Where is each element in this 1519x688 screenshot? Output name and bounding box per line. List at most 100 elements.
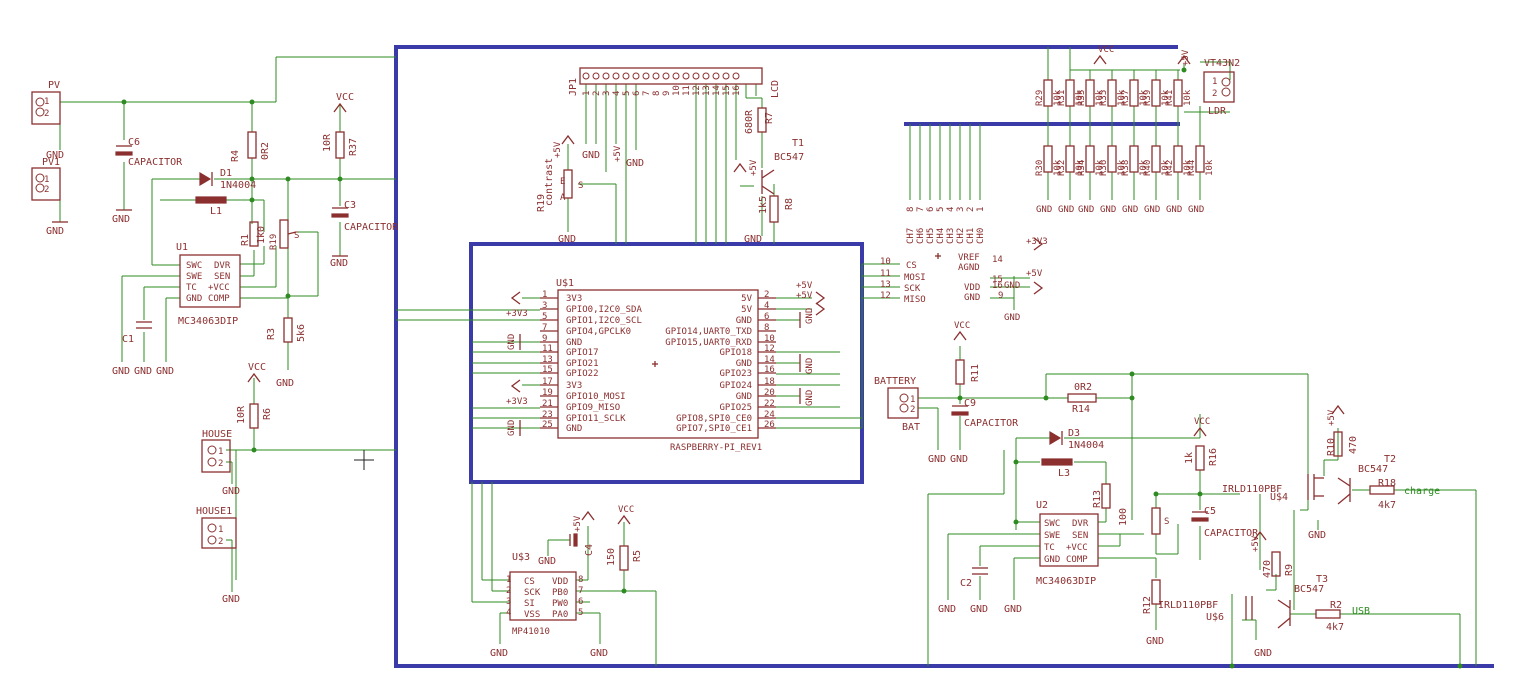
svg-text:12: 12	[880, 291, 891, 301]
svg-text:MISO: MISO	[904, 295, 926, 305]
rpi-pin-label: 3V3	[566, 381, 582, 391]
rpi-pin-number: 3	[542, 301, 547, 311]
svg-text:S: S	[578, 181, 583, 191]
rpi-pin-number: 21	[542, 399, 553, 409]
rpi-pin-label: GPIO17	[566, 348, 599, 358]
d1-label: D1	[220, 168, 232, 179]
ladder-top-value: 10k	[1139, 89, 1149, 106]
lcd-pin-number: 1	[582, 91, 592, 96]
svg-text:+3V3: +3V3	[1026, 237, 1048, 247]
adc-channel-pin: 8	[906, 207, 916, 212]
svg-text:GND: GND	[112, 366, 130, 377]
rpi-pin-number: 4	[764, 301, 769, 311]
adc-channel-pin: 3	[956, 207, 966, 212]
adc-channel-label: CH4	[936, 228, 946, 244]
rpi-pin-label: GND	[566, 424, 582, 434]
r8-label: R8	[784, 198, 795, 210]
r37-resistor: VCC 10R R37	[322, 92, 359, 159]
svg-text:COMP: COMP	[1066, 555, 1088, 565]
svg-text:SWC: SWC	[1044, 519, 1060, 529]
c9-type: CAPACITOR	[964, 418, 1019, 429]
svg-text:GND: GND	[222, 594, 240, 605]
pv1-gnd: GND	[46, 226, 64, 237]
r1-resistor: R1 1k0 S R19	[240, 219, 299, 250]
c3-capacitor: C3 CAPACITOR GND	[330, 200, 399, 269]
r6-resistor: VCC 10R R6	[236, 362, 273, 429]
adc-channel-label: CH3	[946, 228, 956, 244]
vcc-label-2: VCC	[248, 362, 266, 373]
ladder-bottom-value: 10k	[1161, 159, 1171, 176]
ladder-gnd: GND	[1078, 205, 1094, 215]
svg-text:A: A	[560, 193, 566, 203]
c5-label: C5	[1204, 506, 1216, 517]
adc-channel-label: CH7	[906, 228, 916, 244]
r6-value: 10R	[236, 405, 247, 424]
charge-net-label: charge	[1404, 486, 1440, 497]
r14-label: R14	[1072, 404, 1090, 415]
r7-resistor: R7 680R	[744, 107, 775, 134]
svg-text:2: 2	[910, 405, 915, 415]
lcd-pin	[692, 72, 700, 80]
r8-value: 1k5	[758, 196, 769, 214]
svg-text:GND: GND	[134, 366, 152, 377]
rpi-pin-label: GPIO23	[719, 369, 752, 379]
r2-label: R2	[1330, 600, 1342, 611]
ladder-top-value: 10k	[1183, 89, 1193, 106]
svg-text:3: 3	[506, 597, 511, 607]
ladder-top-value: 10k	[1053, 89, 1063, 106]
ladder-bottom-value: 10k	[1075, 159, 1085, 176]
svg-text:GND: GND	[222, 486, 240, 497]
lcd-pin-number: 3	[602, 91, 612, 96]
rpi-pin-number: 23	[542, 410, 553, 420]
rpi-pin-number: 1	[542, 290, 547, 300]
irld-label-2: IRLD110PBF	[1158, 600, 1218, 611]
lcd-pin-number: 6	[632, 91, 642, 96]
svg-text:GND: GND	[1004, 604, 1022, 615]
ladder-resistor-bottom	[1107, 145, 1117, 173]
svg-text:14: 14	[992, 255, 1003, 265]
t3-section: +5V R9 470 T3 BC547 IRLD110PBF U$6 R2 4k…	[1158, 530, 1370, 659]
ladder-top-ref: R39	[1143, 90, 1153, 106]
c6-capacitor: C6 CAPACITOR GND	[112, 137, 183, 225]
ladder-resistor-top	[1173, 79, 1183, 107]
adc-channel-label: CH0	[976, 228, 986, 244]
ladder-top-value: 10k	[1161, 89, 1171, 106]
c6-type: CAPACITOR	[128, 157, 183, 168]
c3-gnd: GND	[330, 258, 348, 269]
ladder-gnd: GND	[1166, 205, 1182, 215]
c4-label: C4	[584, 544, 595, 556]
pv1-connector: PV1 1 2 GND	[31, 157, 68, 237]
svg-text:TC: TC	[186, 283, 197, 293]
svg-text:9: 9	[998, 291, 1003, 301]
r1-part: 1k0	[256, 226, 267, 244]
c1-label: C1	[122, 334, 134, 345]
t3-label: T3	[1316, 574, 1328, 585]
ladder-resistor-bottom	[1043, 145, 1053, 173]
ladder-resistor-bottom	[1085, 145, 1095, 173]
svg-text:SEN: SEN	[214, 272, 230, 282]
c2-capacitor: C2 GND GND GND	[938, 567, 1022, 615]
lcd-pin-number: 10	[672, 85, 682, 96]
rpi-pin-label: GPIO11_SCLK	[566, 414, 626, 424]
svg-text:+3V3: +3V3	[506, 397, 528, 407]
svg-text:GND: GND	[1004, 313, 1020, 323]
svg-text:GND: GND	[490, 648, 508, 659]
svg-text:1: 1	[506, 575, 511, 585]
r19-contrast: contrast	[544, 158, 555, 206]
rpi-pin-label: GPIO7,SPI0_CE1	[676, 424, 752, 434]
rpi-pin-number: 17	[542, 377, 553, 387]
svg-text:7: 7	[578, 586, 583, 596]
ladder-top-ref: R41	[1165, 90, 1175, 106]
svg-text:COMP: COMP	[208, 294, 230, 304]
lcd-pin	[602, 72, 610, 80]
svg-text:VDD: VDD	[552, 577, 568, 587]
svg-text:16: 16	[992, 281, 1003, 291]
rpi-pin-number: 7	[542, 323, 547, 333]
svg-text:S: S	[1164, 517, 1169, 527]
svg-text:GND: GND	[558, 234, 576, 245]
bus-lines	[394, 45, 1494, 668]
rpi-pin-number: 20	[764, 388, 775, 398]
